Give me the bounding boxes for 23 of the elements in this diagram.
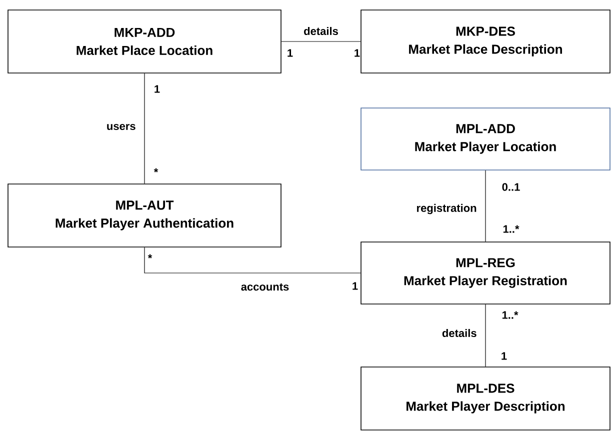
multiplicity-label: 1	[354, 49, 360, 57]
edge-label: registration	[417, 204, 476, 214]
class-box: MPL-ADD Market Player Location	[360, 108, 610, 170]
edge-label: users	[107, 124, 136, 130]
multiplicity-label: 0..1	[502, 183, 520, 191]
edge-label: details	[442, 328, 476, 338]
edge-label: accounts	[241, 283, 289, 291]
multiplicity-label: 1	[352, 282, 358, 290]
multiplicity-label: 1	[288, 49, 293, 57]
connector-line	[281, 41, 361, 42]
connector-line	[144, 73, 145, 184]
connector-line	[144, 247, 361, 274]
edge-label: details	[304, 26, 338, 36]
multiplicity-label: *	[154, 168, 158, 172]
multiplicity-label: *	[148, 254, 152, 258]
class-box: MKP-DES Market Place Description	[360, 10, 610, 74]
class-box: MPL-DES Market Player Description	[360, 366, 610, 430]
connector-line	[485, 304, 486, 367]
class-box: MPL-REG Market Player Registration	[360, 242, 610, 304]
class-box: MPL-AUT Market Player Authentication	[8, 184, 282, 248]
multiplicity-label: 1	[154, 85, 160, 93]
connector-line	[485, 170, 486, 242]
class-box: MKP-ADD Market Place Location	[8, 10, 282, 74]
